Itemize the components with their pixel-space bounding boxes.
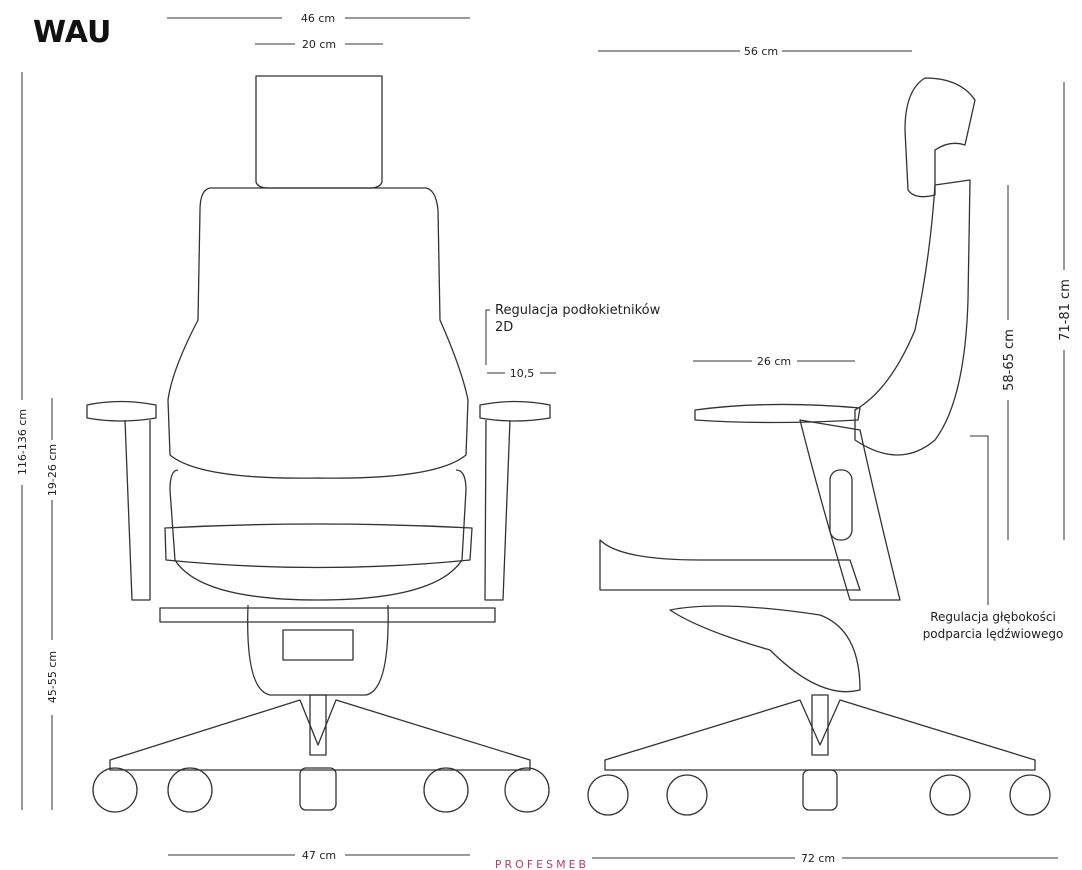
dim-headrest-width: 20 cm (302, 38, 336, 51)
product-title: WAU (33, 15, 111, 50)
dim-total-height: 116-136 cm (16, 409, 29, 475)
dim-base-front: 47 cm (302, 849, 336, 862)
dim-side-depth: 56 cm (744, 45, 778, 58)
dim-backrest-height: 58-65 cm (1002, 329, 1017, 391)
dim-seat-depth: 26 cm (757, 355, 791, 368)
dim-back-total: 71-81 cm (1058, 279, 1073, 341)
note-armrest-line2: 2D (495, 320, 513, 335)
dim-front-width: 46 cm (301, 12, 335, 25)
note-lumbar-line2: podparcia lędźwiowego (923, 627, 1064, 641)
dim-armrest-height: 19-26 cm (46, 444, 59, 496)
brand-watermark: PROFESMEB (495, 858, 589, 870)
dim-seat-height: 45-55 cm (46, 651, 59, 703)
side-view-chair (587, 77, 1051, 816)
dim-base-side: 72 cm (801, 852, 835, 865)
note-armrest-line1: Regulacja podłokietników (495, 303, 661, 318)
note-lumbar-line1: Regulacja głębokości (930, 610, 1056, 624)
front-view-chair (86, 75, 551, 813)
dim-armrest-adjust: 10,5 (510, 367, 535, 380)
dimension-lines (21, 17, 1065, 859)
